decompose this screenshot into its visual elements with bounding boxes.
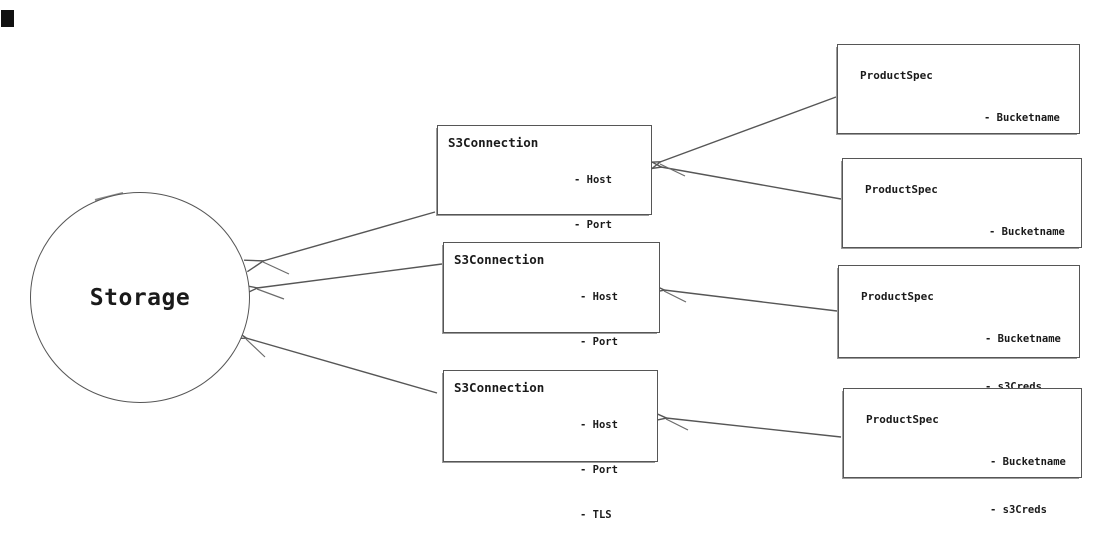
arrow-productspec2-to-s3connection1 bbox=[661, 167, 842, 200]
storage-label: Storage bbox=[89, 284, 191, 311]
arrow-s3connection1-to-storage bbox=[263, 211, 436, 261]
s3connection-title: S3Connection bbox=[454, 252, 545, 267]
storage-node: Storage bbox=[30, 192, 250, 403]
stray-stroke bbox=[665, 418, 689, 431]
attr-host: - Host bbox=[580, 291, 618, 303]
stray-stroke bbox=[659, 163, 686, 177]
productspec-node-3: ProductSpec - Bucketname - s3Creds bbox=[838, 265, 1080, 393]
productspec-node-4: ProductSpec - Bucketname - s3Creds bbox=[843, 388, 1082, 516]
cursor-block bbox=[1, 10, 14, 27]
productspec-title: ProductSpec bbox=[860, 69, 933, 82]
arrow-productspec4-to-s3connection3 bbox=[666, 418, 842, 438]
stray-stroke bbox=[245, 338, 266, 358]
arrow-productspec1-to-s3connection1 bbox=[660, 96, 837, 162]
s3connection-title: S3Connection bbox=[448, 135, 539, 150]
arrow-s3connection2-to-storage bbox=[257, 263, 443, 288]
attr-port: - Port bbox=[574, 219, 612, 231]
productspec-attrs: - Bucketname - s3Creds bbox=[990, 422, 1066, 550]
productspec-node-2: ProductSpec - Bucketname - s3Creds bbox=[842, 158, 1082, 286]
productspec-title: ProductSpec bbox=[865, 183, 938, 196]
productspec-title: ProductSpec bbox=[866, 413, 939, 426]
attr-s3creds: - s3Creds bbox=[990, 504, 1047, 516]
stray-stroke bbox=[663, 290, 687, 303]
s3connection-node-3: S3Connection - Host - Port - TLS bbox=[443, 370, 658, 521]
attr-tls: - TLS bbox=[580, 509, 612, 521]
attr-host: - Host bbox=[574, 174, 612, 186]
attr-bucketname: - Bucketname bbox=[984, 112, 1060, 124]
attr-bucketname: - Bucketname bbox=[989, 226, 1065, 238]
arrow-s3connection3-to-storage bbox=[246, 338, 438, 394]
stray-stroke bbox=[262, 261, 290, 275]
attr-port: - Port bbox=[580, 336, 618, 348]
stray-stroke bbox=[256, 288, 285, 300]
productspec-title: ProductSpec bbox=[861, 290, 934, 303]
s3connection-title: S3Connection bbox=[454, 380, 545, 395]
attr-bucketname: - Bucketname bbox=[985, 333, 1061, 345]
productspec-node-1: ProductSpec - Bucketname - s3Creds bbox=[837, 44, 1080, 172]
s3connection-node-1: S3Connection - Host - Port - TLS bbox=[437, 125, 652, 276]
attr-host: - Host bbox=[580, 419, 618, 431]
s3connection-attrs: - Host - Port - TLS bbox=[580, 388, 618, 553]
s3connection-node-2: S3Connection - Host - Port - TLS bbox=[443, 242, 660, 393]
attr-port: - Port bbox=[580, 464, 618, 476]
diagram-canvas: Storage S3Connection - Host - Port - TLS… bbox=[1, 10, 1082, 521]
attr-bucketname: - Bucketname bbox=[990, 456, 1066, 468]
arrow-productspec3-to-s3connection2 bbox=[664, 290, 838, 312]
